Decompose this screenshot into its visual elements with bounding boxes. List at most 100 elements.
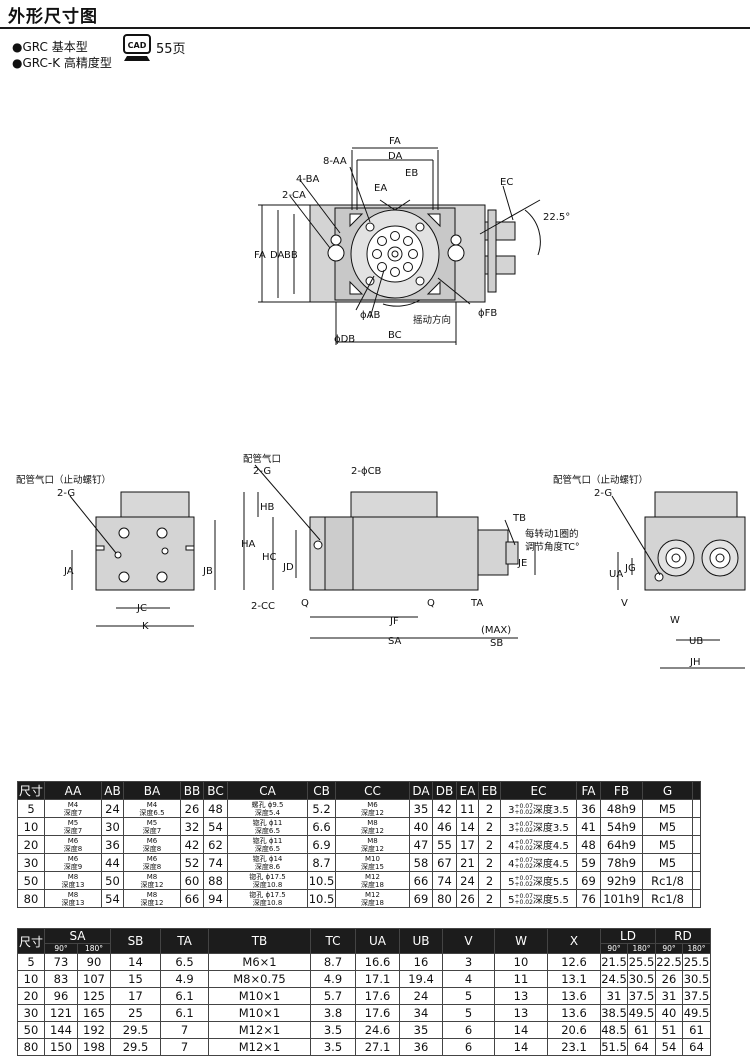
t1-col-bc: BC (203, 781, 228, 800)
t1-cell: 6.9 (307, 835, 336, 854)
t2-cell: 22.5 (655, 953, 683, 971)
t1-col-fb: FB (600, 781, 643, 800)
t1-col-ba: BA (123, 781, 181, 800)
right-2g-label: 2-G (594, 488, 612, 499)
t1-cell: 8.7 (307, 853, 336, 872)
dim-tb-label: TB (512, 513, 526, 524)
t1-cell: 42 (180, 835, 204, 854)
t2-col-v: V (442, 928, 495, 954)
t1-cell: 78h9 (600, 853, 643, 872)
dim-2cc-label: 2-CC (251, 601, 275, 612)
dim-ab-label: ϕAB (360, 310, 380, 321)
t2-cell: 5.7 (310, 987, 356, 1005)
t2-cell: 25.5 (682, 953, 711, 971)
t2-cell: 17.1 (355, 970, 400, 988)
t1-cell: 6.6 (307, 817, 336, 836)
dimension-table-1: 尺寸 AA AB BA BB BC CA CB CC DA DB EA EB E… (17, 781, 701, 908)
t1-cell: 54h9 (600, 817, 643, 836)
dim-2ca-label: 2-CA (282, 190, 306, 201)
t2-cell: 7 (160, 1038, 209, 1056)
t1-cell: 92h9 (600, 871, 643, 890)
t1-cell: 30 (101, 817, 124, 836)
t1-cell: 48h9 (600, 799, 643, 818)
center-2g-label: 2-G (253, 466, 271, 477)
t2-cell: 13 (494, 987, 548, 1005)
t2-cell: 29.5 (110, 1021, 161, 1039)
t2-cell: 61 (627, 1021, 656, 1039)
t2-cell: 64 (627, 1038, 656, 1056)
dim-v-label: V (621, 598, 628, 609)
t1-cell: Rc1/8 (642, 889, 693, 908)
t1-cell: 24 (101, 799, 124, 818)
t2-cell: 13.6 (547, 987, 601, 1005)
t1-cell (692, 799, 701, 818)
t1-cell: 10.5 (307, 889, 336, 908)
table2-header-row: 尺寸 SA SB TA TB TC UA UB V W X LD RD (17, 928, 711, 954)
t1-cell: 88 (203, 871, 228, 890)
t2-cell: 24 (399, 987, 443, 1005)
t2-col-ld: LD (600, 928, 656, 944)
dim-jf-label: JF (389, 616, 399, 627)
t2-col-ub: UB (399, 928, 443, 954)
cad-page-ref[interactable]: 55页 (156, 42, 186, 57)
t2-cell: 51 (655, 1021, 683, 1039)
t2-cell: 3.8 (310, 1004, 356, 1022)
dim-jd-label: JD (282, 562, 294, 573)
t2-cell: 27.1 (355, 1038, 400, 1056)
t1-cell: 2 (478, 889, 501, 908)
dim-ua-label: UA (609, 569, 623, 580)
t1-cell: 66 (409, 871, 433, 890)
t2-cell: 14 (110, 953, 161, 971)
cad-icon[interactable]: CAD (123, 34, 153, 64)
t1-col-da: DA (409, 781, 433, 800)
t2-cell: 38.5 (600, 1004, 628, 1022)
dimension-drawings: FA DA 8-AA 4-BA 2-CA EA EB EC 22.5° FA D… (16, 136, 746, 669)
t1-cell: M5 (642, 835, 693, 854)
t1-cell: 2 (478, 817, 501, 836)
dim-bc-label: BC (388, 330, 402, 341)
t2-cell: 125 (77, 987, 111, 1005)
t2-cell: 7 (160, 1021, 209, 1039)
t1-cell: 24 (456, 871, 479, 890)
t2-cell: 17.6 (355, 1004, 400, 1022)
dim-max-label: (MAX) (481, 625, 511, 636)
t1-cell: 2 (478, 853, 501, 872)
dim-jc-label: JC (136, 603, 147, 614)
t1-col-trail (692, 781, 701, 800)
t2-cell: 49.5 (682, 1004, 711, 1022)
t2-cell: 17 (110, 987, 161, 1005)
t1-cell: 2 (478, 871, 501, 890)
t2-cell: 16 (399, 953, 443, 971)
t2-cell: 13.6 (547, 1004, 601, 1022)
center-port-label: 配管气口 (243, 453, 281, 465)
t2-cell: 6.1 (160, 987, 209, 1005)
t1-cell: 46 (432, 817, 457, 836)
dim-fb-label: ϕFB (478, 308, 497, 319)
t2-col-w: W (494, 928, 548, 954)
t2-cell: 8.7 (310, 953, 356, 971)
dim-bb-label: BB (284, 250, 298, 261)
t2-cell: 10 (17, 970, 45, 988)
t1-cell: 64h9 (600, 835, 643, 854)
t2-cell: 13.1 (547, 970, 601, 988)
t2-cell: 3.5 (310, 1038, 356, 1056)
t2-cell: 3.5 (310, 1021, 356, 1039)
t1-cell: 54 (203, 817, 228, 836)
t1-cell: 44 (101, 853, 124, 872)
t2-cell: 23.1 (547, 1038, 601, 1056)
dim-da-vertical-label: DA (270, 250, 285, 261)
t2-sub-sa-180: 180° (77, 943, 111, 954)
